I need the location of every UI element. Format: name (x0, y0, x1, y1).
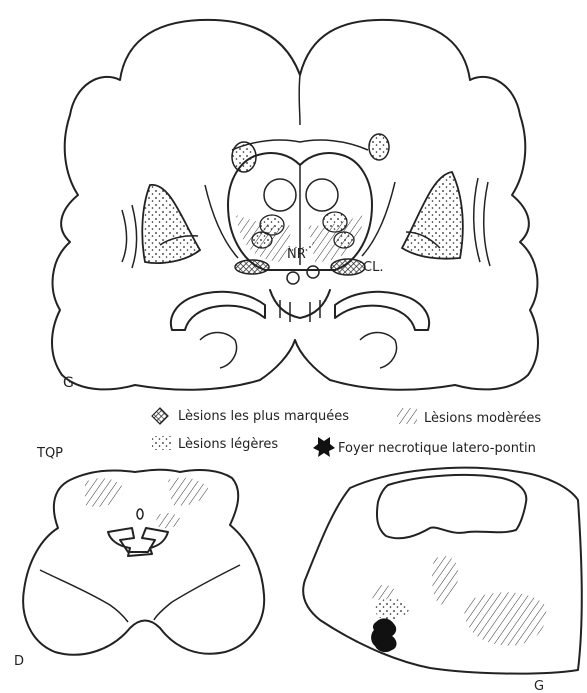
legend-marked-label: Lèsions les plus marquées (178, 409, 349, 424)
label-cl: CL. (363, 260, 383, 275)
claustrum-left (122, 210, 127, 262)
moderate-zone-upper (432, 556, 458, 605)
label-tqp: TQP (36, 446, 63, 461)
temporal-lobe-left-folds (200, 333, 237, 369)
necrotic-focus-swatch (313, 437, 335, 457)
coronal-brain-section: NR CL. G (52, 20, 538, 391)
moderate-zone-small (372, 585, 396, 600)
red-nucleus-left (287, 272, 299, 284)
light-lesion-swatch (152, 436, 172, 450)
legend-item-moderate: Lèsions modèrées (397, 408, 541, 426)
label-g-bottom: G (534, 679, 544, 693)
necrotic-focus (371, 618, 396, 652)
claustrum-right-2 (484, 182, 490, 266)
pons-moderate-right (168, 478, 208, 506)
label-g-top: G (63, 375, 74, 391)
marked-lesion-swatch (152, 408, 168, 424)
legend-moderate-label: Lèsions modèrées (424, 411, 541, 426)
legend-necrotic-label: Foyer necrotique latero-pontin (338, 441, 536, 456)
internal-capsule-right (362, 182, 395, 256)
pons-transverse-fibres-right (154, 565, 240, 620)
brain-outline (52, 20, 538, 390)
claustrum-right (474, 178, 480, 262)
label-d: D (14, 654, 24, 669)
red-nucleus-right (307, 266, 319, 278)
interhemispheric-fissure (299, 75, 300, 125)
nucleus-left-upper (264, 179, 296, 211)
temporal-arc-left (171, 292, 265, 330)
legend: Lèsions les plus marquées Lèsions modèré… (152, 408, 541, 457)
brainstem-stalk (270, 290, 330, 318)
pons-transverse-fibres-left (40, 570, 128, 622)
marked-lesion-left (235, 260, 269, 274)
pons-section-right: G (303, 468, 582, 693)
legend-item-light: Lèsions légères (152, 436, 278, 452)
pons-moderate-left (85, 478, 125, 507)
internal-capsule-left (205, 185, 238, 258)
temporal-lobe-right-folds (360, 333, 397, 369)
pons-outline (23, 470, 264, 655)
legend-item-necrotic: Foyer necrotique latero-pontin (313, 437, 536, 457)
caudate-left (232, 142, 256, 172)
pons-section-left: TQP D (14, 446, 264, 669)
temporal-arc-right (335, 292, 429, 330)
caudate-right (369, 134, 389, 160)
moderate-lesion-swatch (397, 408, 417, 424)
legend-light-label: Lèsions légères (178, 437, 278, 452)
marked-lesion-right (331, 259, 365, 275)
lentiform-left (142, 185, 200, 263)
moderate-zone-large (464, 592, 546, 645)
ventricle-outline (377, 475, 526, 538)
lentiform-right (402, 172, 463, 259)
label-nr: NR (287, 247, 306, 262)
pons-aqueduct (137, 509, 143, 519)
claustrum-left-2 (132, 205, 137, 268)
fourth-ventricle (108, 528, 168, 556)
legend-item-marked: Lèsions les plus marquées (152, 408, 349, 424)
nucleus-right-upper (306, 179, 338, 211)
pons-moderate-center (155, 513, 182, 528)
light-zone (375, 599, 410, 620)
